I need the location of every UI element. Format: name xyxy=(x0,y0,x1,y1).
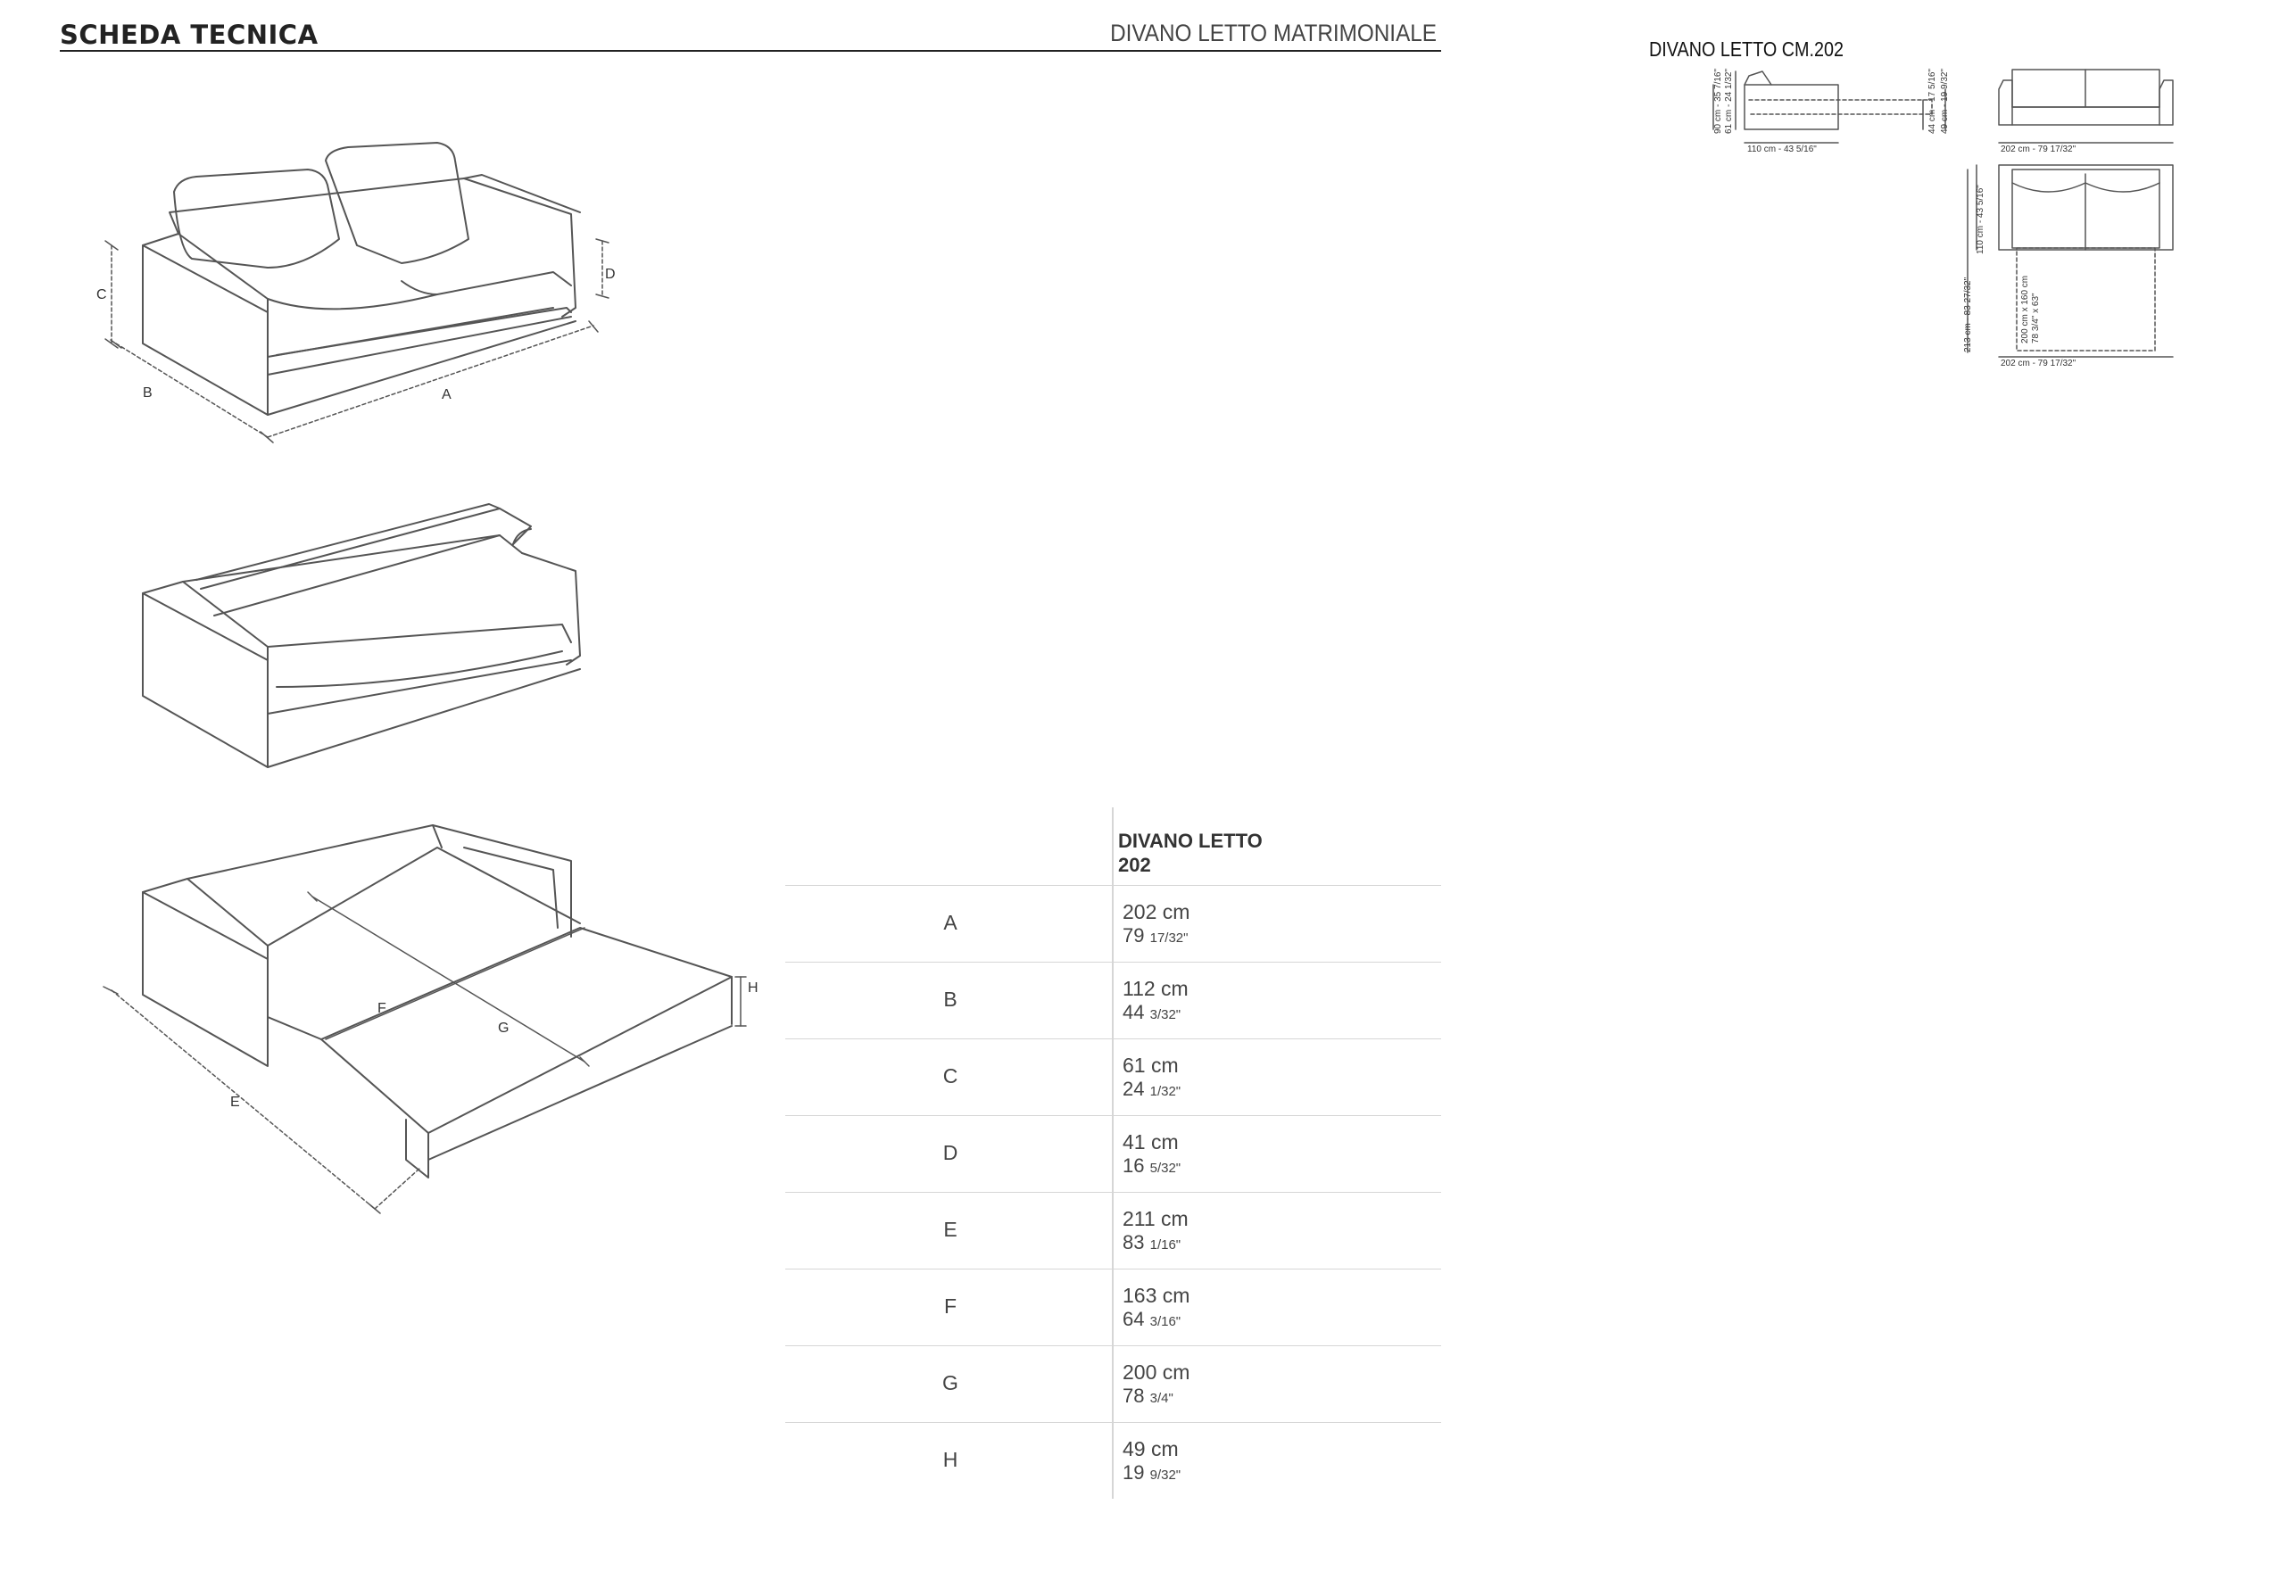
row-cm: 200 cm xyxy=(1123,1360,1190,1384)
plan-bed-height-1: 44 cm - 17 5/16" xyxy=(1927,69,1937,134)
table-row: G 200 cm 78 3/4" xyxy=(785,1345,1441,1423)
table-row: A 202 cm 79 17/32" xyxy=(785,885,1441,963)
header-rule xyxy=(60,50,1441,52)
label-A: A xyxy=(442,387,452,402)
row-cm: 49 cm xyxy=(1123,1437,1179,1460)
product-name: DIVANO LETTO MATRIMONIALE xyxy=(1110,20,1437,46)
row-cm: 202 cm xyxy=(1123,900,1190,923)
plan-open-depth: 213 cm - 83 27/32" xyxy=(1963,277,1973,352)
row-cm: 163 cm xyxy=(1123,1284,1190,1307)
label-G: G xyxy=(498,1021,509,1036)
plan-top-view xyxy=(1967,164,2174,358)
table-divider xyxy=(1112,807,1114,1499)
table-row: E 211 cm 83 1/16" xyxy=(785,1192,1441,1269)
row-inches: 79 17/32" xyxy=(1123,924,1189,947)
document-title: SCHEDA TECNICA xyxy=(60,20,319,50)
table-row: H 49 cm 19 9/32" xyxy=(785,1422,1441,1500)
table-header-line2: 202 xyxy=(1118,854,1151,876)
label-E: E xyxy=(230,1095,240,1110)
row-label: E xyxy=(943,1218,957,1241)
row-label: G xyxy=(942,1371,958,1394)
row-cm: 41 cm xyxy=(1123,1130,1179,1154)
plan-mattress-2: 78 3/4" x 63" xyxy=(2031,293,2041,343)
row-inches: 24 1/32" xyxy=(1123,1078,1181,1100)
label-B: B xyxy=(143,385,153,401)
plan-side-height-2: 61 cm - 24 1/32" xyxy=(1724,69,1734,134)
row-label: C xyxy=(942,1064,958,1087)
row-cm: 211 cm xyxy=(1123,1207,1189,1230)
row-label: B xyxy=(943,988,957,1011)
table-row: D 41 cm 16 5/32" xyxy=(785,1115,1441,1193)
row-inches: 64 3/16" xyxy=(1123,1308,1181,1330)
plan-title: DIVANO LETTO CM.202 xyxy=(1649,37,1844,61)
plan-front-view xyxy=(1998,69,2174,144)
plan-bed-height-2: 49 cm - 19 9/32" xyxy=(1940,69,1950,134)
row-inches: 78 3/4" xyxy=(1123,1385,1173,1407)
plan-side-height-1: 90 cm - 35 7/16" xyxy=(1713,69,1723,134)
row-inches: 19 9/32" xyxy=(1123,1461,1181,1484)
label-F: F xyxy=(377,1001,386,1016)
label-H: H xyxy=(748,980,758,996)
plan-front-width: 202 cm - 79 17/32" xyxy=(2001,145,2076,154)
table-header: DIVANO LETTO 202 xyxy=(1118,829,1263,877)
row-cm: 61 cm xyxy=(1123,1054,1179,1077)
sofa-opening-drawing xyxy=(142,503,581,768)
table-row: F 163 cm 64 3/16" xyxy=(785,1269,1441,1346)
row-label: H xyxy=(942,1448,958,1471)
plan-top-width: 202 cm - 79 17/32" xyxy=(2001,359,2076,368)
sofa-open-drawing xyxy=(103,824,747,1214)
plan-side-depth: 110 cm - 43 5/16" xyxy=(1747,145,1817,154)
row-cm: 112 cm xyxy=(1123,977,1189,1000)
table-row: B 112 cm 44 3/32" xyxy=(785,962,1441,1039)
table-row: C 61 cm 24 1/32" xyxy=(785,1038,1441,1116)
row-label: D xyxy=(942,1141,958,1164)
label-C: C xyxy=(96,287,107,302)
label-D: D xyxy=(605,267,616,282)
row-inches: 44 3/32" xyxy=(1123,1001,1181,1023)
row-inches: 83 1/16" xyxy=(1123,1231,1181,1253)
row-label: A xyxy=(943,911,957,934)
row-label: F xyxy=(943,1294,957,1318)
row-inches: 16 5/32" xyxy=(1123,1154,1181,1177)
plan-mattress-1: 200 cm x 160 cm xyxy=(2020,276,2030,343)
sofa-closed-drawing xyxy=(104,142,609,443)
plan-top-depth: 110 cm - 43 5/16" xyxy=(1976,185,1985,254)
plan-side-view xyxy=(1712,70,1946,144)
table-header-line1: DIVANO LETTO xyxy=(1118,830,1263,852)
